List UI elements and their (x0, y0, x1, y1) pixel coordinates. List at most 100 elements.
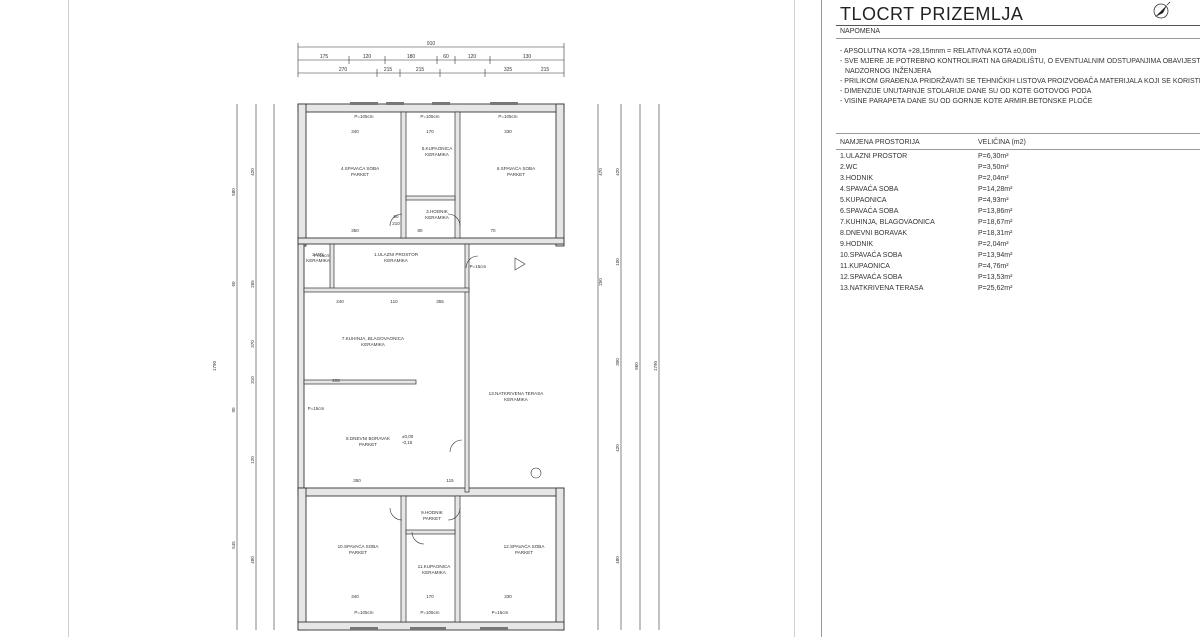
header-room-size: VELIČINA (m2) (978, 139, 1026, 146)
top-dimension-texts: 910 175 120 180 60 120 130 270 215 215 3… (320, 41, 550, 73)
inner-dim: 170 (426, 594, 434, 599)
inner-dim: 205 (332, 378, 340, 383)
level-mark: ±0,00 -0,15 (402, 434, 414, 445)
column-icon (530, 467, 542, 479)
top-dim-2-1: 270 (339, 67, 348, 73)
interior-walls (303, 111, 470, 623)
note-line: - VISINE PARAPETA DANE SU OD GORNJE KOTE… (840, 98, 1093, 105)
row-size: P=25,62m² (978, 285, 1013, 292)
top-dim-1-6: 130 (523, 54, 532, 60)
room-name: 5.KUPAONICA (422, 146, 453, 151)
room-floor: PARKET (359, 442, 377, 447)
side-dimension-lines (236, 104, 660, 630)
row-name: 3.HODNIK (840, 175, 874, 182)
room-floor: KERAMIKA (504, 397, 529, 402)
total-width-dim: 910 (427, 41, 436, 47)
window-label: P=15cm (470, 264, 487, 269)
room-name: 11.KUPAONICA (418, 564, 452, 569)
title-block-border (821, 0, 822, 637)
room-name: 3.HODNIK (426, 209, 449, 214)
inner-dim: 330 (504, 594, 512, 599)
top-dim-2-5: 215 (541, 67, 550, 73)
room-floor: PARKET (507, 172, 525, 177)
left-dim: 480 (250, 556, 255, 564)
inner-dim: 240 (336, 299, 344, 304)
room-floor: PARKET (515, 550, 533, 555)
inner-dimension-texts: 340 170 330 350 80 70 240 110 355 205 35… (332, 129, 512, 599)
row-name: 2.WC (840, 164, 858, 171)
inner-dim: 80 (417, 228, 423, 233)
room-name: 2.WC (312, 252, 324, 257)
notes-list: - APSOLUTNA KOTA +28,15mnm = RELATIVNA K… (840, 47, 1200, 107)
inner-dim: 330 (504, 129, 512, 134)
row-name: 12.SPAVAĆA SOBA (840, 274, 903, 281)
left-dim: 420 (250, 168, 255, 176)
inner-dim: 355 (436, 299, 444, 304)
row-name: 9.HODNIK (840, 241, 874, 248)
window-label: P=105cm (420, 610, 439, 615)
room-floor: PARKET (349, 550, 367, 555)
room-name: 1.ULAZNI PROSTOR (374, 252, 419, 257)
window-label: P=105cm (354, 114, 373, 119)
inner-dim: 70 (490, 228, 496, 233)
window-label: P=15cm (314, 253, 331, 258)
left-dim: 90 (231, 407, 236, 413)
left-dim: 545 (231, 541, 236, 549)
inner-dim: 210 (392, 221, 400, 226)
room-floor: KERAMIKA (361, 342, 386, 347)
row-size: P=13,94m² (978, 252, 1013, 259)
note-line: - PRILIKOM GRAĐENJA PRIDRŽAVATI SE TEHNI… (840, 78, 1200, 85)
inner-dim: 350 (351, 228, 359, 233)
inner-dim: 110 (390, 299, 398, 304)
table-header-divider (836, 149, 1200, 150)
right-dim: 860 (634, 362, 639, 370)
notes-heading: NAPOMENA (840, 28, 881, 35)
row-size: P=4,76m² (978, 263, 1009, 270)
room-name: 4.SPAVAĆA SOBA (341, 165, 380, 171)
right-dim: 420 (615, 168, 620, 176)
row-size: P=18,67m² (978, 219, 1013, 226)
room-floor: KERAMIKA (384, 258, 409, 263)
room-name: 7.KUHINJA, BLAGOVAONICA (342, 336, 405, 341)
window-label: P=105cm (498, 114, 517, 119)
north-arrow-icon (1153, 1, 1171, 19)
room-name: 10.SPAVAĆA SOBA (338, 543, 380, 549)
windows (350, 102, 518, 630)
table-top-divider (836, 133, 1200, 134)
room-floor: KERAMIKA (425, 152, 450, 157)
row-size: P=18,31m² (978, 230, 1013, 237)
top-dim-2-2: 215 (384, 67, 393, 73)
window-label: P=105cm (420, 114, 439, 119)
right-dim: 420 (615, 444, 620, 452)
inner-dim: 90 (393, 214, 399, 219)
left-dim: 265 (250, 280, 255, 288)
right-dim: 480 (615, 556, 620, 564)
row-name: 10.SPAVAĆA SOBA (840, 252, 903, 259)
table-row: 8.DNEVNI BORAVAK P=18,31m² (840, 230, 1195, 240)
row-size: P=4,93m² (978, 197, 1009, 204)
row-name: 8.DNEVNI BORAVAK (840, 230, 908, 237)
level-plus: ±0,00 (402, 434, 414, 439)
room-floor: PARKET (351, 172, 369, 177)
notes-divider (836, 38, 1200, 39)
left-dim: 60 (231, 281, 236, 287)
top-dim-2-4: 325 (504, 67, 513, 73)
room-name: 12.SPAVAĆA SOBA (504, 543, 546, 549)
left-dim: 580 (231, 188, 236, 196)
left-dim: 310 (250, 376, 255, 384)
row-name: 7.KUHINJA, BLAGOVAONICA (840, 219, 935, 226)
sheet-border-middle (794, 0, 795, 637)
row-size: P=14,28m² (978, 186, 1013, 193)
window-labels: P=105cm P=105cm P=105cm P=15cm P=15cm P=… (308, 114, 518, 615)
left-total-dim: 1790 (212, 360, 217, 371)
room-floor: PARKET (423, 516, 441, 521)
